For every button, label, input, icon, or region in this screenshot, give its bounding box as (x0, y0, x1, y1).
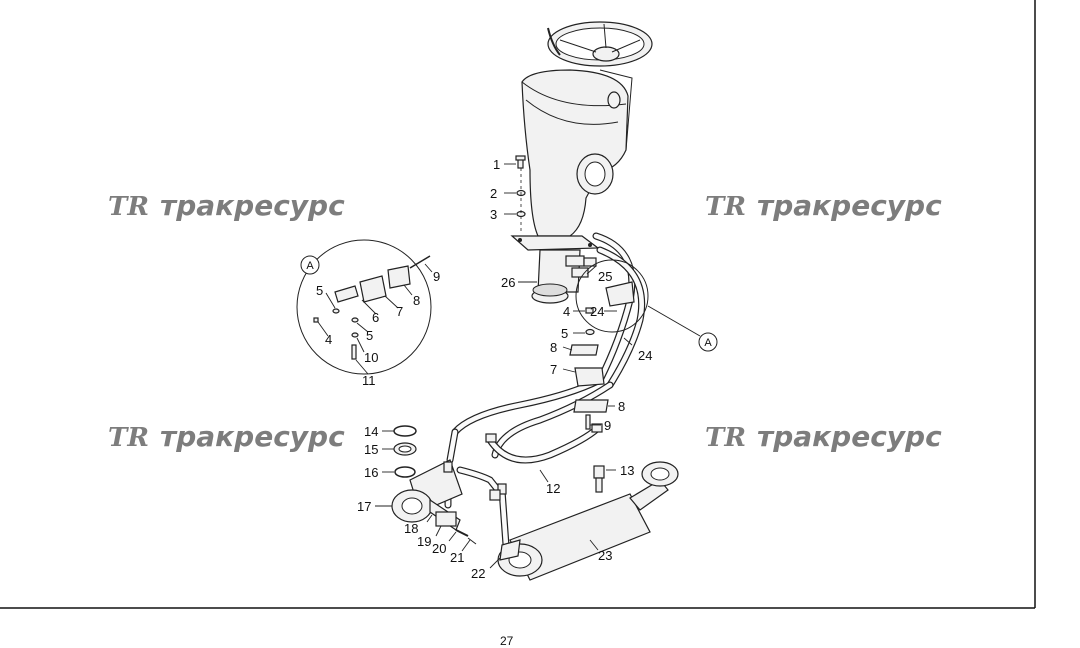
page-number: 27 (500, 634, 514, 648)
detail-view-a: A (296, 239, 432, 375)
watermark-text: тракресурс (160, 420, 345, 453)
watermark-logo: TR (705, 423, 746, 453)
hose-bundle (446, 376, 614, 464)
seal-15 (393, 442, 417, 456)
callout-10: 10 (364, 350, 378, 365)
callout-12: 12 (546, 481, 560, 496)
bracket-25 (605, 281, 635, 307)
callout-3: 3 (490, 207, 497, 222)
callout-6: 6 (372, 310, 379, 325)
bolt-1 (515, 155, 526, 169)
callout-17: 17 (357, 499, 371, 514)
nut-4 (585, 307, 594, 314)
fittings-connectors (443, 423, 603, 501)
callout-14: 14 (364, 424, 378, 439)
callout-8b: 8 (550, 340, 557, 355)
callout-24b: 24 (638, 348, 652, 363)
seal-14 (393, 425, 417, 437)
callout-7a: 7 (396, 304, 403, 319)
watermark-text: тракресурс (160, 189, 345, 222)
watermark-text: тракресурс (757, 420, 942, 453)
callout-11: 11 (362, 373, 376, 388)
callout-4a: 4 (325, 332, 332, 347)
seal-16 (394, 466, 416, 478)
callout-24a: 24 (590, 304, 604, 319)
steering-column-housing (521, 69, 633, 237)
bolt-9 (585, 414, 591, 430)
clamp-8-lower (573, 399, 609, 413)
callout-labels: 1 2 3 26 25 24 24 4 5 8 7 8 9 13 12 23 1… (316, 157, 652, 581)
callout-7b: 7 (550, 362, 557, 377)
callout-23: 23 (598, 548, 612, 563)
callout-20: 20 (432, 541, 446, 556)
callout-16: 16 (364, 465, 378, 480)
watermark-top-right: TR тракресурс (705, 189, 942, 222)
watermark-logo: TR (108, 423, 149, 453)
fitting-13 (593, 465, 605, 493)
callout-25: 25 (598, 269, 612, 284)
steering-cylinder-23 (497, 461, 679, 581)
callout-8a: 8 (413, 293, 420, 308)
watermark-text: тракресурс (757, 189, 942, 222)
callout-8c: 8 (618, 399, 625, 414)
callout-9b: 9 (604, 418, 611, 433)
watermark-bottom-left: TR тракресурс (108, 420, 345, 453)
pin-20-21 (455, 529, 477, 545)
callout-5c: 5 (561, 326, 568, 341)
washer-5 (585, 328, 595, 336)
callout-21: 21 (450, 550, 464, 565)
callout-13: 13 (620, 463, 634, 478)
callout-19: 19 (417, 534, 431, 549)
hose-12 (486, 424, 602, 464)
callout-5a: 5 (316, 283, 323, 298)
leader-lines (317, 163, 633, 569)
detail-view-label: A (306, 260, 314, 272)
callout-22: 22 (471, 566, 485, 581)
clamp-8-upper (569, 344, 599, 356)
callout-15: 15 (364, 442, 378, 457)
callout-4b: 4 (563, 304, 570, 319)
watermark-logo: TR (705, 192, 746, 222)
steering-wheel (547, 21, 653, 67)
callout-9a: 9 (433, 269, 440, 284)
steering-unit-26 (531, 249, 597, 304)
detail-view-marker: A (704, 337, 712, 349)
watermark-logo: TR (108, 192, 149, 222)
steering-cylinder-17 (391, 459, 463, 531)
callout-18: 18 (404, 521, 418, 536)
callout-2: 2 (490, 186, 497, 201)
callout-5b: 5 (366, 328, 373, 343)
watermark-top-left: TR тракресурс (108, 189, 345, 222)
watermark-bottom-right: TR тракресурс (705, 420, 942, 453)
callout-26: 26 (501, 275, 515, 290)
callout-1: 1 (493, 157, 500, 172)
column-base-plate (510, 235, 600, 251)
clamp-7 (574, 367, 605, 387)
